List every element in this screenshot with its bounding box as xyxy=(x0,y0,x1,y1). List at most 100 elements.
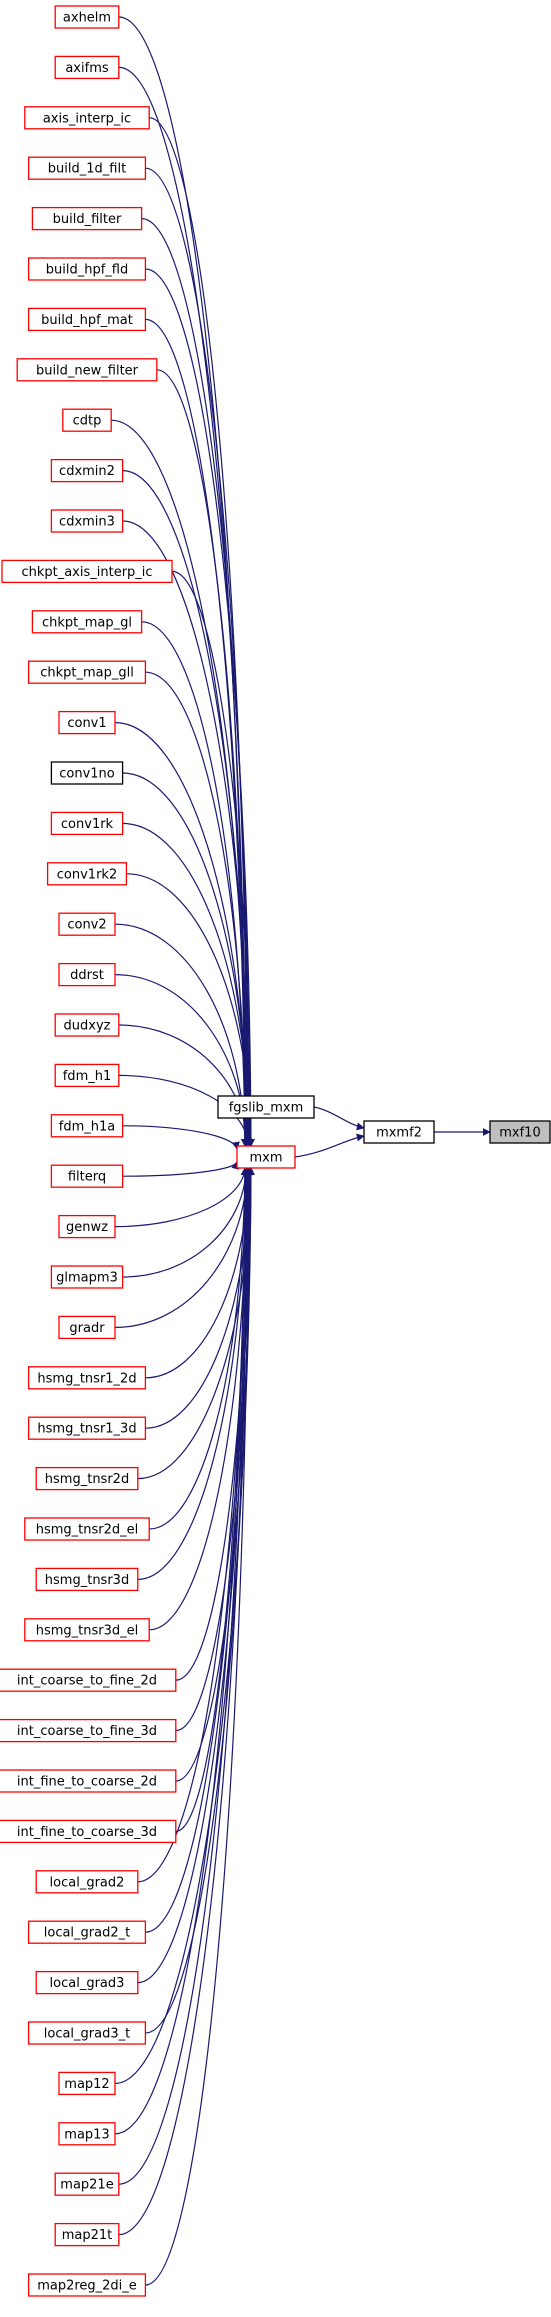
node-build-hpf-mat[interactable]: build_hpf_mat xyxy=(27,307,147,332)
node-map2reg-2di-e[interactable]: map2reg_2di_e xyxy=(27,2273,147,2297)
node-build-hpf-fld[interactable]: build_hpf_fld xyxy=(27,257,147,281)
node-axifms[interactable]: axifms xyxy=(54,55,120,80)
node-build-1d-filt[interactable]: build_1d_filt xyxy=(27,156,147,180)
node-hsmg-tnsr2d[interactable]: hsmg_tnsr2d xyxy=(35,1466,139,1491)
node-dudxyz[interactable]: dudxyz xyxy=(54,1013,120,1037)
node-hsmg-tnsr1-3d[interactable]: hsmg_tnsr1_3d xyxy=(27,1416,147,1440)
node-hsmg-tnsr3d[interactable]: hsmg_tnsr3d xyxy=(35,1567,139,1592)
node-box[interactable] xyxy=(58,1315,116,1340)
node-box[interactable] xyxy=(24,1517,150,1541)
node-box[interactable] xyxy=(35,1970,139,1995)
node-mxm[interactable]: mxm xyxy=(236,1145,296,1169)
node-map21e[interactable]: map21e xyxy=(54,2172,120,2196)
node-box[interactable] xyxy=(35,1466,139,1491)
node-box[interactable] xyxy=(27,257,147,281)
node-box[interactable] xyxy=(35,1870,139,1894)
node-map13[interactable]: map13 xyxy=(58,2122,116,2146)
node-conv2[interactable]: conv2 xyxy=(58,912,116,936)
node-box[interactable] xyxy=(35,1567,139,1592)
node-box[interactable] xyxy=(58,2071,116,2096)
node-box[interactable] xyxy=(50,1114,124,1138)
node-local-grad3-t[interactable]: local_grad3_t xyxy=(27,2021,147,2045)
node-ddrst[interactable]: ddrst xyxy=(58,962,116,987)
node-conv1no[interactable]: conv1no xyxy=(50,761,124,785)
node-chkpt-map-gll[interactable]: chkpt_map_gll xyxy=(27,660,147,684)
node-conv1rk[interactable]: conv1rk xyxy=(50,811,124,836)
node-axhelm[interactable]: axhelm xyxy=(54,5,120,29)
node-glmapm3[interactable]: glmapm3 xyxy=(50,1265,124,1289)
node-box[interactable] xyxy=(54,5,120,29)
node-box[interactable] xyxy=(54,1013,120,1037)
node-box[interactable] xyxy=(50,811,124,836)
node-local-grad3[interactable]: local_grad3 xyxy=(35,1970,139,1995)
node-box[interactable] xyxy=(50,1265,124,1289)
node-box[interactable] xyxy=(0,1718,177,1743)
node-box[interactable] xyxy=(54,1063,120,1088)
node-box[interactable] xyxy=(58,912,116,936)
node-box[interactable] xyxy=(31,610,143,634)
node-fdm-h1a[interactable]: fdm_h1a xyxy=(50,1114,124,1138)
node-box[interactable] xyxy=(489,1120,551,1144)
node-conv1rk2[interactable]: conv1rk2 xyxy=(46,862,128,886)
node-box[interactable] xyxy=(62,408,112,432)
node-box[interactable] xyxy=(58,1214,116,1239)
node-chkpt-map-gl[interactable]: chkpt_map_gl xyxy=(31,610,143,634)
node-mxf10[interactable]: mxf10 xyxy=(489,1120,551,1144)
node-box[interactable] xyxy=(58,2122,116,2146)
node-cdtp[interactable]: cdtp xyxy=(62,408,112,432)
node-genwz[interactable]: genwz xyxy=(58,1214,116,1239)
node-hsmg-tnsr1-2d[interactable]: hsmg_tnsr1_2d xyxy=(27,1366,147,1390)
node-hsmg-tnsr2d-el[interactable]: hsmg_tnsr2d_el xyxy=(24,1517,150,1541)
node-map21t[interactable]: map21t xyxy=(54,2222,120,2247)
node-box[interactable] xyxy=(46,862,128,886)
node-box[interactable] xyxy=(27,156,147,180)
node-box[interactable] xyxy=(54,2172,120,2196)
node-box[interactable] xyxy=(27,1366,147,1390)
node-local-grad2[interactable]: local_grad2 xyxy=(35,1870,139,1894)
node-box[interactable] xyxy=(50,509,124,533)
node-box[interactable] xyxy=(24,106,150,130)
node-local-grad2-t[interactable]: local_grad2_t xyxy=(27,1920,147,1944)
node-build-filter[interactable]: build_filter xyxy=(31,206,143,231)
node-box[interactable] xyxy=(50,761,124,785)
node-box[interactable] xyxy=(363,1120,435,1144)
node-mxmf2[interactable]: mxmf2 xyxy=(363,1120,435,1144)
node-box[interactable] xyxy=(0,1819,177,1844)
node-box[interactable] xyxy=(27,2021,147,2045)
node-box[interactable] xyxy=(16,358,158,382)
node-chkpt-axis-interp-ic[interactable]: chkpt_axis_interp_ic xyxy=(1,559,173,584)
node-box[interactable] xyxy=(50,458,124,483)
node-box[interactable] xyxy=(58,710,116,735)
node-map12[interactable]: map12 xyxy=(58,2071,116,2096)
node-hsmg-tnsr3d-el[interactable]: hsmg_tnsr3d_el xyxy=(24,1618,150,1642)
node-box[interactable] xyxy=(1,559,173,584)
node-box[interactable] xyxy=(27,1416,147,1440)
node-int-fine-to-coarse-2d[interactable]: int_fine_to_coarse_2d xyxy=(0,1769,177,1793)
node-box[interactable] xyxy=(54,55,120,80)
node-box[interactable] xyxy=(0,1769,177,1793)
node-axis-interp-ic[interactable]: axis_interp_ic xyxy=(24,106,150,130)
node-int-fine-to-coarse-3d[interactable]: int_fine_to_coarse_3d xyxy=(0,1819,177,1844)
node-filterq[interactable]: filterq xyxy=(50,1164,124,1188)
node-box[interactable] xyxy=(27,2273,147,2297)
node-int-coarse-to-fine-2d[interactable]: int_coarse_to_fine_2d xyxy=(0,1668,177,1692)
node-box[interactable] xyxy=(217,1095,315,1119)
node-gradr[interactable]: gradr xyxy=(58,1315,116,1340)
node-int-coarse-to-fine-3d[interactable]: int_coarse_to_fine_3d xyxy=(0,1718,177,1743)
node-cdxmin2[interactable]: cdxmin2 xyxy=(50,458,124,483)
node-build-new-filter[interactable]: build_new_filter xyxy=(16,358,158,382)
node-box[interactable] xyxy=(24,1618,150,1642)
node-box[interactable] xyxy=(50,1164,124,1188)
node-box[interactable] xyxy=(27,1920,147,1944)
node-box[interactable] xyxy=(31,206,143,231)
node-fgslib-mxm[interactable]: fgslib_mxm xyxy=(217,1095,315,1119)
node-box[interactable] xyxy=(0,1668,177,1692)
node-box[interactable] xyxy=(54,2222,120,2247)
node-fdm-h1[interactable]: fdm_h1 xyxy=(54,1063,120,1088)
node-box[interactable] xyxy=(27,660,147,684)
node-cdxmin3[interactable]: cdxmin3 xyxy=(50,509,124,533)
node-box[interactable] xyxy=(27,307,147,332)
node-box[interactable] xyxy=(236,1145,296,1169)
node-conv1[interactable]: conv1 xyxy=(58,710,116,735)
node-box[interactable] xyxy=(58,962,116,987)
